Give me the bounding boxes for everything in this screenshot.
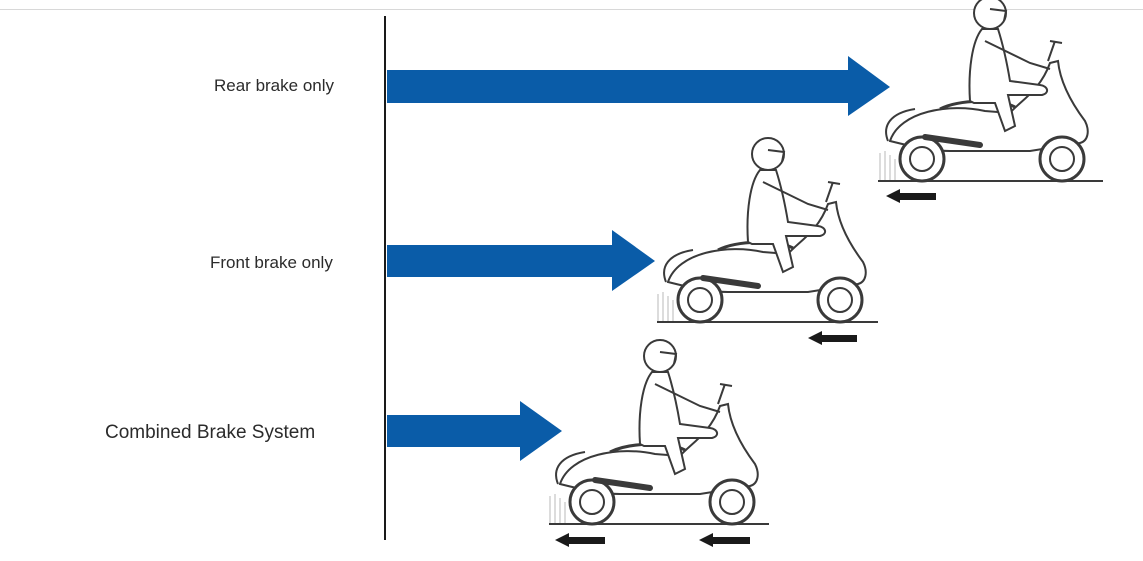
scooter-front-brake <box>658 138 866 322</box>
label-rear-brake: Rear brake only <box>214 76 335 95</box>
arrow-front-brake <box>387 230 655 291</box>
arrow-rear-brake <box>387 56 890 116</box>
start-line <box>384 16 386 540</box>
small-arrow-combined-rear <box>555 533 605 547</box>
small-arrow-combined-front <box>699 533 750 547</box>
small-arrow-rear <box>886 189 936 203</box>
scooter-rear-brake <box>880 0 1088 181</box>
label-front-brake: Front brake only <box>210 253 333 272</box>
small-arrow-front <box>808 331 857 345</box>
top-divider <box>0 9 1143 10</box>
scooter-combined-brake <box>550 340 758 524</box>
label-combined-brake: Combined Brake System <box>105 422 316 443</box>
arrow-combined-brake <box>387 401 562 461</box>
